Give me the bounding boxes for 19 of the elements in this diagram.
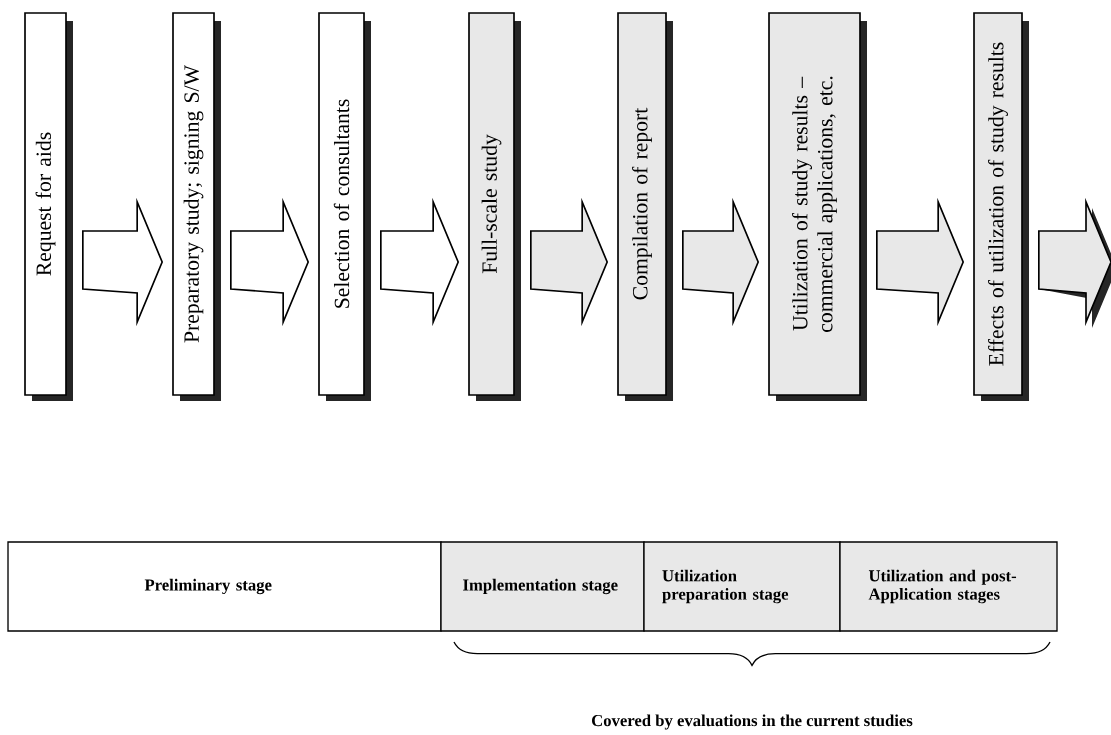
stage-box: Utilization preparation stage xyxy=(643,541,841,632)
step-box: Preparatory study; signing S/W xyxy=(172,12,221,401)
block-arrow xyxy=(230,197,310,327)
block-arrow xyxy=(876,197,965,327)
step-box: Utilization of study results – commercial applications, etc. xyxy=(768,12,867,401)
step-box: Request for aids xyxy=(24,12,73,401)
stage-box: Implementation stage xyxy=(440,541,645,632)
block-arrow xyxy=(82,197,164,327)
block-arrow xyxy=(530,197,609,327)
stage-box: Utilization and post-Application stages xyxy=(839,541,1058,632)
stage-box: Preliminary stage xyxy=(7,541,442,632)
step-box: Selection of consultants xyxy=(318,12,371,401)
block-arrow xyxy=(682,197,760,327)
step-box: Effects of utilization of study results xyxy=(973,12,1029,401)
caption-text: Covered by evaluations in the current studies xyxy=(592,714,913,730)
block-arrow xyxy=(380,197,460,327)
step-box: Full-scale study xyxy=(468,12,521,401)
block-arrow xyxy=(1038,197,1111,328)
step-box: Compilation of report xyxy=(617,12,673,401)
